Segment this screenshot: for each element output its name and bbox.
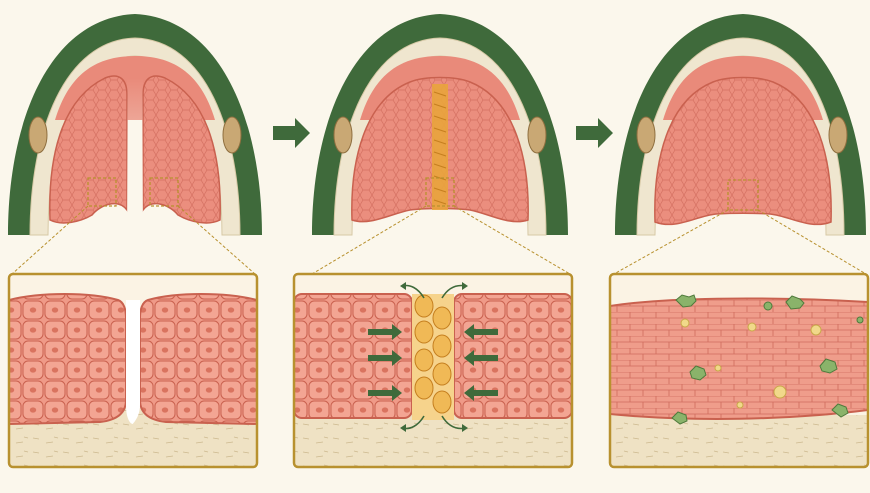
panel-2-seam-cells bbox=[412, 294, 454, 420]
stage-1-right-foramen bbox=[223, 117, 241, 153]
panel-1-left-epithelium bbox=[9, 294, 126, 424]
stage-arrow-icon bbox=[576, 118, 613, 148]
stage-1-cleft-gap bbox=[127, 78, 143, 248]
stage-1-left-foramen bbox=[29, 117, 47, 153]
stage-2-seam bbox=[432, 84, 448, 210]
stage-3-left-foramen bbox=[637, 117, 655, 153]
stage-1-palate bbox=[8, 14, 262, 274]
zoom-panel-1 bbox=[9, 274, 257, 468]
stage-2-left-foramen bbox=[334, 117, 352, 153]
stage-arrow-icon bbox=[273, 118, 310, 148]
panel-1-right-epithelium bbox=[140, 294, 257, 424]
stage-2-palate bbox=[312, 14, 570, 274]
stage-2-right-foramen bbox=[528, 117, 546, 153]
zoom-panel-3 bbox=[610, 274, 868, 475]
panel-1-cleft bbox=[126, 300, 140, 424]
zoom-panel-2 bbox=[294, 274, 572, 470]
panel-3-continuous-epithelium bbox=[610, 299, 868, 419]
stage-3-right-foramen bbox=[829, 117, 847, 153]
stage-3-palate bbox=[614, 14, 866, 274]
